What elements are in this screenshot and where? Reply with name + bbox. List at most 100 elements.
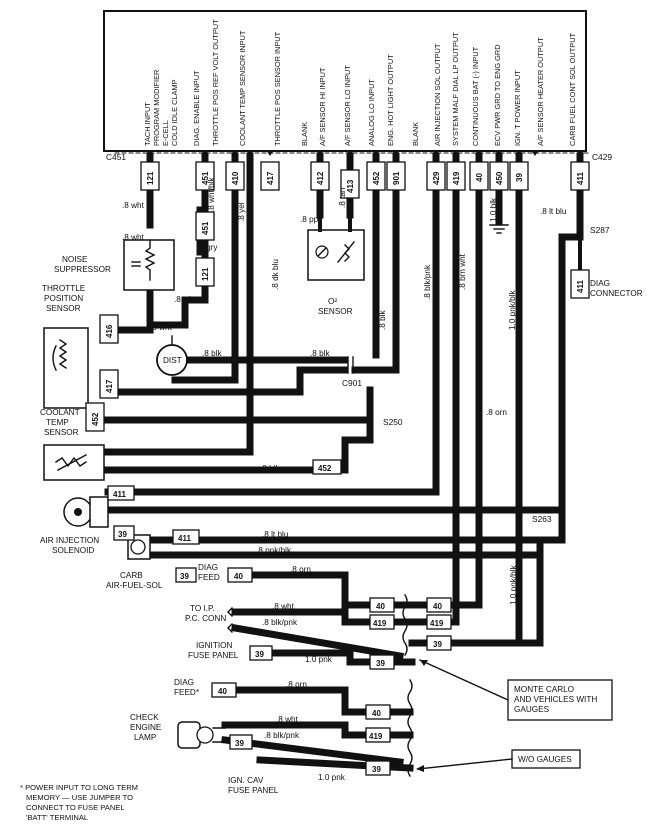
pin-label-13: ENG. HOT LIGHT OUTPUT bbox=[386, 54, 395, 146]
wire-color-labels: .8 wht .8 wht .8 wht/blk .8 yel .8 gry .… bbox=[122, 177, 567, 782]
svg-text:39: 39 bbox=[118, 530, 127, 539]
break-line-lower bbox=[407, 679, 413, 777]
noise-suppressor bbox=[123, 239, 175, 291]
wire-label: 1.0 blk bbox=[489, 197, 498, 222]
circuit-box: 39 bbox=[175, 567, 197, 583]
carb-label1: CARB bbox=[120, 571, 143, 580]
svg-text:451: 451 bbox=[201, 171, 210, 185]
svg-text:429: 429 bbox=[432, 171, 441, 185]
wire-410 bbox=[171, 152, 239, 384]
pin-label-20: A/F SENSOR HEATER OUTPUT bbox=[536, 37, 545, 146]
svg-text:AND VEHICLES WITH: AND VEHICLES WITH bbox=[514, 695, 597, 704]
air-injection-solenoid bbox=[63, 496, 109, 528]
circuit-box: 419 bbox=[365, 727, 391, 743]
svg-text:451: 451 bbox=[201, 221, 210, 235]
pin-label-12: ANALOG LO INPUT bbox=[367, 79, 376, 146]
circuit-box: 410 bbox=[225, 161, 245, 191]
ecm-connector-box bbox=[103, 10, 587, 152]
distributor bbox=[156, 335, 188, 376]
ign-panel-label2: FUSE PANEL bbox=[188, 651, 239, 660]
circuit-box: 419 bbox=[446, 161, 466, 191]
svg-text:452: 452 bbox=[318, 464, 332, 473]
wire-label: .8 blk bbox=[378, 310, 387, 330]
wire-label: .8 orn bbox=[290, 565, 311, 574]
wire-label: .8 pnk/blk bbox=[256, 546, 292, 555]
tps-label3: SENSOR bbox=[46, 304, 81, 313]
wire-411 bbox=[104, 152, 584, 514]
svg-text:121: 121 bbox=[201, 267, 210, 281]
pin-label-2: PROGRAM MODIFIER bbox=[152, 70, 161, 146]
svg-text:419: 419 bbox=[373, 619, 387, 628]
circuit-box: 39 bbox=[365, 760, 391, 776]
svg-text:MONTE CARLO: MONTE CARLO bbox=[514, 685, 574, 694]
circuit-box: 40 bbox=[469, 161, 489, 191]
air-sol-label1: AIR INJECTION bbox=[40, 536, 99, 545]
connector-c901-label: C901 bbox=[342, 378, 362, 388]
wire-label: .8 orn bbox=[486, 408, 507, 417]
pin-label-17: CONTINUOUS BAT (-) INPUT bbox=[471, 46, 480, 146]
pin-label-7: COOLANT TEMP SENSOR INPUT bbox=[238, 30, 247, 146]
carb-air-fuel-sol bbox=[127, 534, 151, 560]
wire-label: .8 wht bbox=[272, 602, 295, 611]
circuit-box: 40 bbox=[369, 597, 395, 613]
wire-label: .8 orn bbox=[286, 680, 307, 689]
svg-text:39: 39 bbox=[376, 659, 385, 668]
pin-label-15: AIR INJECTION SOL OUTPUT bbox=[433, 43, 442, 146]
callout-wo-gauges: W/O GAUGES bbox=[416, 749, 581, 772]
svg-text:416: 416 bbox=[105, 324, 114, 338]
circuit-box: 450 bbox=[489, 161, 509, 191]
wire-901-lower bbox=[108, 366, 349, 396]
circuit-box: 452 bbox=[85, 402, 105, 432]
svg-text:411: 411 bbox=[576, 280, 585, 293]
svg-text:417: 417 bbox=[266, 171, 275, 185]
svg-text:39: 39 bbox=[235, 739, 244, 748]
svg-text:411: 411 bbox=[113, 490, 126, 499]
svg-text:413: 413 bbox=[346, 179, 355, 193]
circuit-box: 412 bbox=[310, 161, 330, 191]
circuit-box: 39 bbox=[249, 645, 273, 661]
circuit-box: 419 bbox=[369, 614, 395, 630]
footnote-line2: MEMORY — USE JUMPER TO bbox=[26, 793, 133, 802]
diag-conn-label1: DIAG bbox=[590, 279, 610, 288]
o2-sensor-label1: O² bbox=[328, 297, 337, 306]
wire-452-ground bbox=[104, 416, 374, 474]
circuit-box: 411 bbox=[570, 161, 590, 191]
svg-text:39: 39 bbox=[180, 572, 189, 581]
throttle-position-sensor bbox=[43, 327, 89, 409]
svg-text:39: 39 bbox=[255, 650, 264, 659]
wire-ip-blkpnk bbox=[230, 623, 405, 661]
wire-901 bbox=[351, 152, 400, 374]
diag-conn-label2: CONNECTOR bbox=[590, 289, 643, 298]
callout-monte-carlo: MONTE CARLO AND VEHICLES WITH GAUGES bbox=[419, 659, 613, 721]
svg-text:40: 40 bbox=[372, 709, 381, 718]
svg-text:39: 39 bbox=[515, 173, 524, 182]
circuit-box: 413 bbox=[340, 169, 360, 199]
pin-label-19: IGN. T POWER INPUT bbox=[513, 70, 522, 146]
wire-429 bbox=[104, 152, 440, 496]
svg-text:39: 39 bbox=[372, 765, 381, 774]
wire-label: 1.0 pnk bbox=[305, 655, 333, 664]
circuit-box: 39 bbox=[229, 734, 253, 750]
svg-text:419: 419 bbox=[369, 732, 383, 741]
pin-label-5: DIAG. ENABLE INPUT bbox=[192, 70, 201, 146]
ip-conn-arrows bbox=[227, 607, 233, 633]
carb-label2: AIR-FUEL-SOL bbox=[106, 581, 163, 590]
distributor-label: DIST bbox=[163, 356, 182, 365]
wire-label: .8 yel bbox=[237, 202, 246, 222]
noise-suppressor-label: NOISE bbox=[62, 255, 88, 264]
connector-c451-label: C451 bbox=[106, 152, 126, 162]
footnote-line3: CONNECT TO FUSE PANEL bbox=[26, 803, 125, 812]
coolant-label1: COOLANT bbox=[40, 408, 80, 417]
splice-s263-label: S263 bbox=[532, 514, 552, 524]
wire-label: .8 blk bbox=[260, 464, 280, 473]
break-line-upper bbox=[402, 594, 408, 656]
diag-feed-label2: FEED bbox=[198, 573, 220, 582]
svg-text:410: 410 bbox=[231, 171, 240, 185]
footnote-line1: * POWER INPUT TO LONG TERM bbox=[20, 783, 138, 792]
ign-cav-label2: FUSE PANEL bbox=[228, 786, 279, 795]
coolant-label3: SENSOR bbox=[44, 428, 79, 437]
wire-label: .8 wht bbox=[122, 201, 145, 210]
svg-text:417: 417 bbox=[105, 379, 114, 393]
connector-c429-label: C429 bbox=[592, 152, 612, 162]
svg-text:121: 121 bbox=[146, 171, 155, 185]
